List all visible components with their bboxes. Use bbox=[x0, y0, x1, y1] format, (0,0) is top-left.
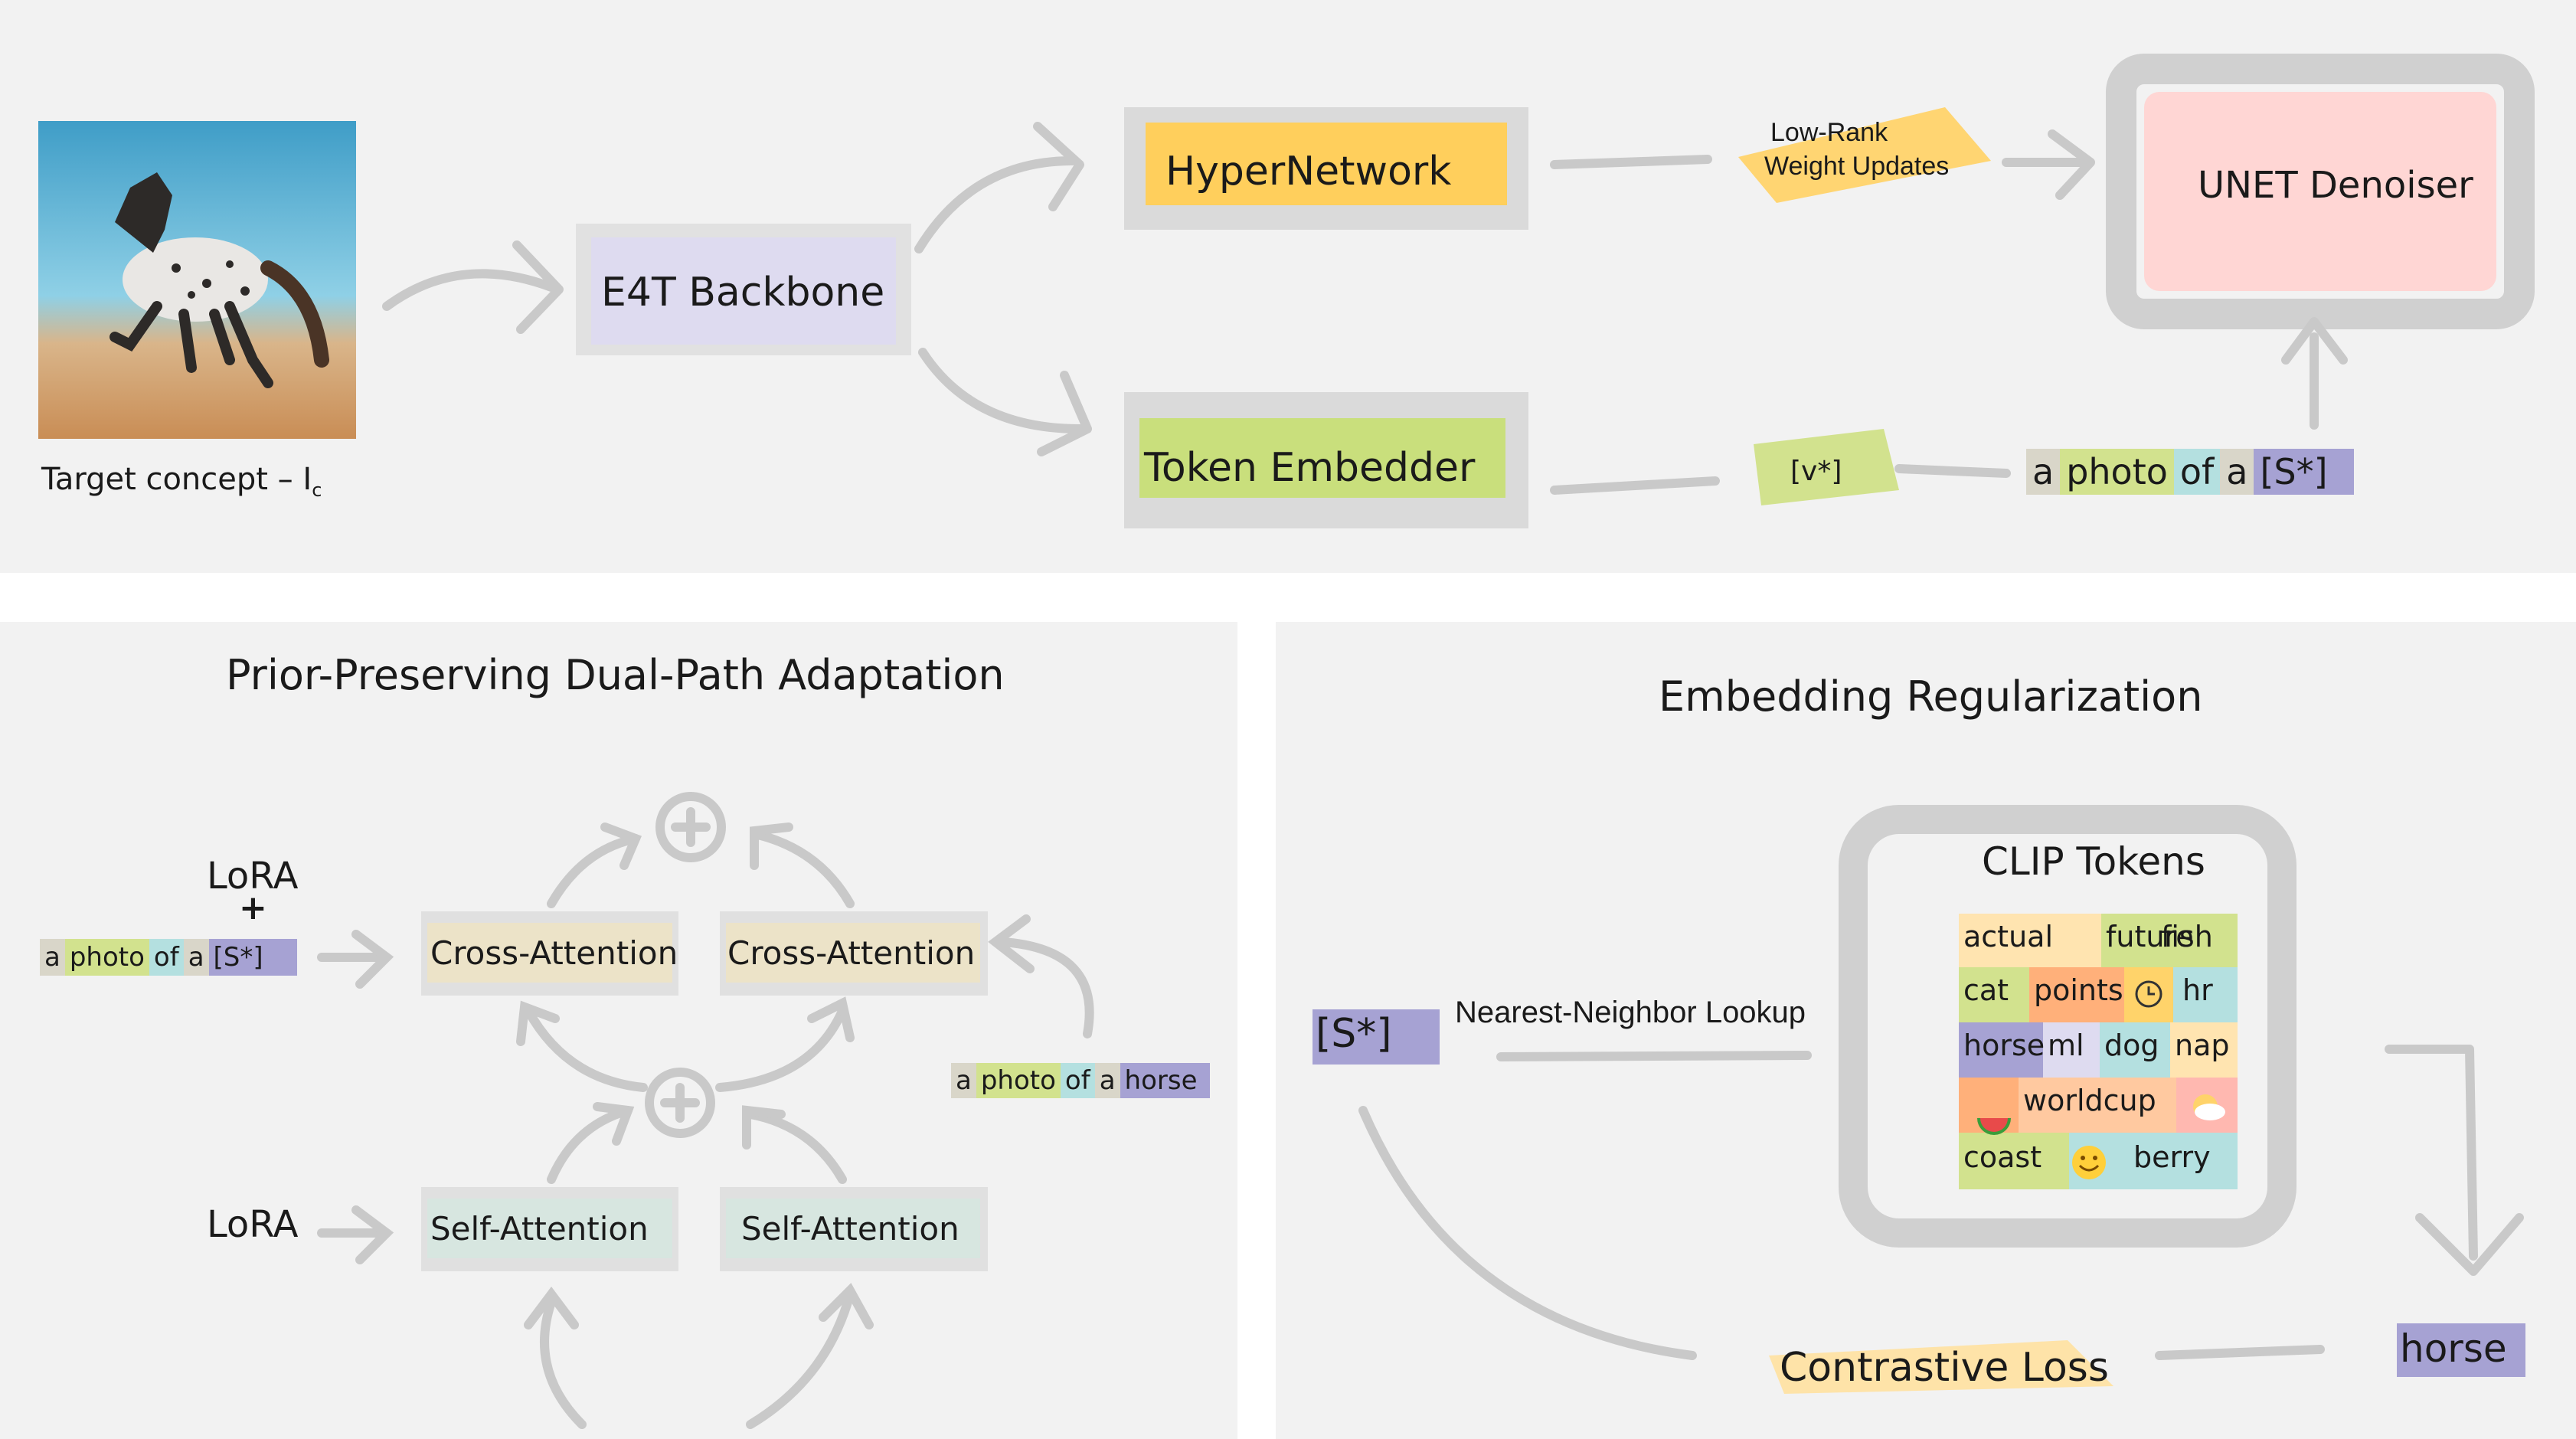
prompt-token: a bbox=[40, 939, 65, 976]
horse-image bbox=[38, 121, 356, 439]
lora-bottom-label: LoRA bbox=[207, 1203, 299, 1246]
hypernetwork-label: HyperNetwork bbox=[1165, 149, 1452, 195]
clip-token: worldcup bbox=[2023, 1084, 2156, 1117]
e4t-backbone-label: E4T Backbone bbox=[601, 270, 885, 316]
clip-token: ml bbox=[2048, 1029, 2084, 1062]
right-panel-title: Embedding Regularization bbox=[1659, 672, 2203, 721]
left-panel bbox=[0, 622, 1237, 1439]
lora-top-label: LoRA bbox=[207, 855, 299, 898]
prompt-token: of bbox=[1060, 1063, 1095, 1098]
prompt-token: of bbox=[2173, 449, 2221, 495]
clip-token: coast bbox=[1963, 1140, 2042, 1174]
clip-token: actual bbox=[1963, 920, 2054, 953]
plus-sign: + bbox=[239, 888, 267, 927]
cross-attention-1-label: Cross-Attention bbox=[430, 934, 678, 972]
prompt-token: a bbox=[2026, 449, 2061, 495]
prompt-token: photo bbox=[976, 1063, 1061, 1098]
clip-icons bbox=[1977, 980, 2225, 1179]
left-prompt-s: a photo of a [S*] bbox=[40, 939, 297, 976]
horse-token: horse bbox=[2400, 1326, 2507, 1371]
vstar-label: [v*] bbox=[1790, 456, 1842, 487]
prompt-token: photo bbox=[64, 939, 149, 976]
top-prompt: a photo of a [S*] bbox=[2026, 449, 2354, 495]
prompt-token: a bbox=[1094, 1063, 1120, 1098]
clip-token: dog bbox=[2104, 1029, 2159, 1062]
s-star-token: [S*] bbox=[1316, 1011, 1392, 1057]
left-prompt-horse: a photo of a horse bbox=[951, 1063, 1210, 1098]
right-panel bbox=[1276, 622, 2576, 1439]
clip-token: hr bbox=[2182, 973, 2213, 1007]
contrastive-loss-label: Contrastive Loss bbox=[1780, 1345, 2109, 1391]
self-attention-1-label: Self-Attention bbox=[430, 1210, 649, 1248]
prompt-token: a bbox=[183, 939, 209, 976]
prompt-token: a bbox=[951, 1063, 976, 1098]
prompt-token: of bbox=[149, 939, 184, 976]
clip-token: future bbox=[2106, 920, 2194, 953]
clip-token: points bbox=[2034, 973, 2123, 1007]
clip-grid-bg bbox=[1959, 914, 2238, 1189]
nearest-neighbor-label: Nearest-Neighbor Lookup bbox=[1455, 996, 1806, 1029]
left-panel-title: Prior-Preserving Dual-Path Adaptation bbox=[226, 651, 1005, 699]
clip-token: berry bbox=[2133, 1140, 2211, 1174]
clip-token: nap bbox=[2175, 1029, 2230, 1062]
clip-token: fish bbox=[2161, 920, 2213, 953]
target-concept-subscript: c bbox=[312, 479, 322, 501]
token-embedder-label: Token Embedder bbox=[1144, 445, 1476, 491]
prompt-token: horse bbox=[1120, 1063, 1210, 1098]
clip-token: horse bbox=[1963, 1029, 2045, 1062]
prompt-token: [S*] bbox=[2254, 449, 2354, 495]
unet-denoiser-label: UNET Denoiser bbox=[2198, 164, 2473, 207]
lowrank-label-1: Low-Rank bbox=[1770, 118, 1888, 147]
lowrank-label-2: Weight Updates bbox=[1764, 152, 1950, 181]
target-concept-label: Target concept – Ic bbox=[41, 462, 322, 501]
prompt-token: [S*] bbox=[208, 939, 297, 976]
clip-token: cat bbox=[1963, 973, 2009, 1007]
prompt-token: a bbox=[2220, 449, 2254, 495]
self-attention-2-label: Self-Attention bbox=[741, 1210, 959, 1248]
prompt-token: photo bbox=[2060, 449, 2174, 495]
clip-tokens-title: CLIP Tokens bbox=[1982, 839, 2205, 884]
cross-attention-2-label: Cross-Attention bbox=[727, 934, 976, 972]
